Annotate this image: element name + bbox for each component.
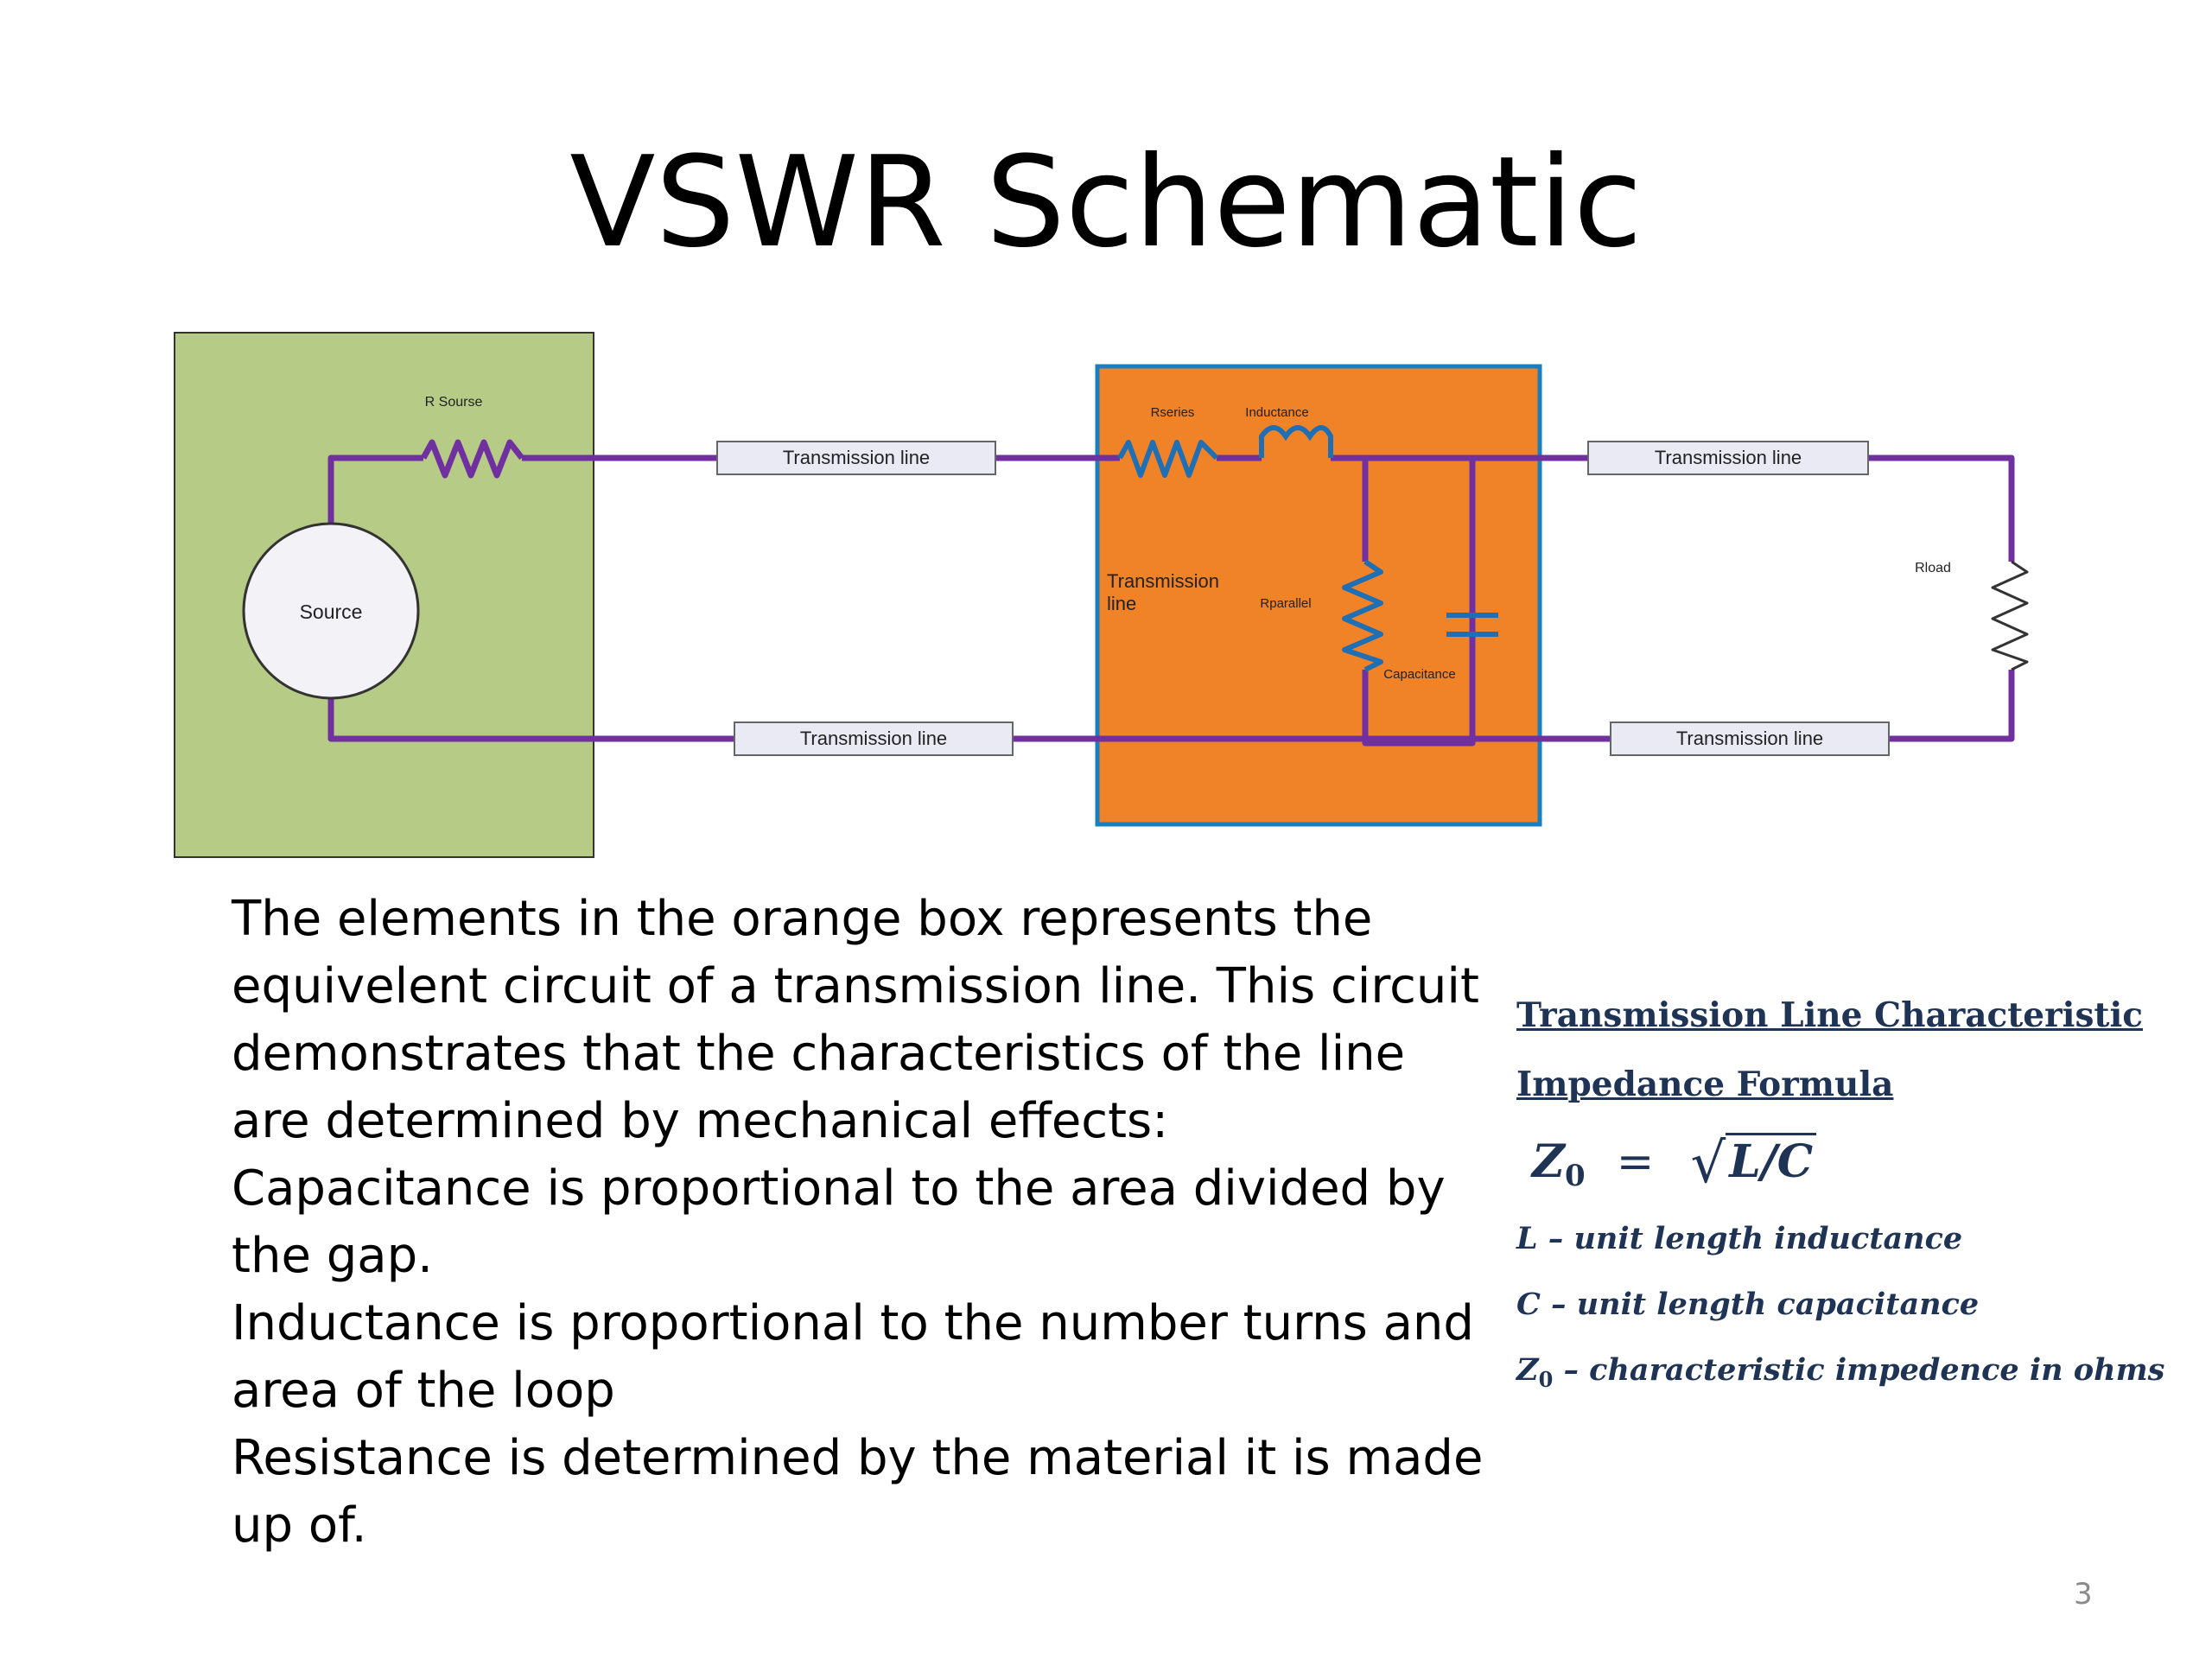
tl-top-left-box xyxy=(716,441,996,475)
equation-radicand: L/C xyxy=(1726,1133,1817,1188)
page-number: 3 xyxy=(2074,1577,2093,1611)
wire-source-top xyxy=(327,454,423,523)
source-circle xyxy=(242,522,420,700)
tl-top-right-label: Transmission line xyxy=(1655,447,1802,468)
orange-box-label-line1: Transmission xyxy=(1107,570,1219,592)
wire-top-5 xyxy=(1868,454,2015,562)
body-paragraph-inductance: Inductance is proportional to the number… xyxy=(232,1295,1474,1419)
definition-l: L – unit length inductance xyxy=(1516,1220,2173,1258)
formula-heading-line2: Impedance Formula xyxy=(1516,1065,1894,1104)
r-source-label: R Sourse xyxy=(425,395,483,410)
equation-lhs-subscript: 0 xyxy=(1564,1159,1586,1193)
wire-rload-bottom xyxy=(1889,670,2015,742)
r-source-resistor xyxy=(420,439,524,479)
equation-lhs: Z xyxy=(1532,1135,1565,1188)
impedance-equation: Z0 = √L/C xyxy=(1532,1132,2173,1196)
vswr-schematic-diagram: Source R Sourse Transmission line Transm… xyxy=(174,332,2029,858)
rparallel-resistor xyxy=(1342,559,1383,672)
definition-l-symbol: L xyxy=(1516,1221,1538,1256)
definition-c: C – unit length capacitance xyxy=(1516,1286,2173,1324)
rload-label: Rload xyxy=(1915,561,1951,575)
rseries-label: Rseries xyxy=(1151,405,1195,420)
body-paragraph-intro: The elements in the orange box represent… xyxy=(232,891,1479,1149)
slide-title: VSWR Schematic xyxy=(569,130,1643,276)
formula-panel: Transmission Line Characteristic Impedan… xyxy=(1516,994,2173,1427)
formula-heading-line1: Transmission Line Characteristic xyxy=(1516,995,2144,1035)
transmission-line-boxes: Transmission line Transmission line Tran… xyxy=(716,441,1890,756)
body-text: The elements in the orange box represent… xyxy=(232,886,1493,1560)
inductance-label: Inductance xyxy=(1245,405,1308,420)
tl-bottom-right-label: Transmission line xyxy=(1676,728,1823,749)
tl-bottom-left-box xyxy=(734,721,1014,756)
body-paragraph-capacitance: Capacitance is proportional to the area … xyxy=(232,1160,1446,1284)
body-paragraph-resistance: Resistance is determined by the material… xyxy=(232,1430,1484,1554)
square-root-icon: √ xyxy=(1690,1132,1726,1196)
source-label: Source xyxy=(300,601,363,623)
definition-c-symbol: C xyxy=(1516,1287,1541,1322)
tl-top-right-box xyxy=(1587,441,1869,475)
rparallel-label: Rparallel xyxy=(1260,596,1311,611)
transmission-line-equivalent-box xyxy=(1095,364,1542,827)
tl-top-left-label: Transmission line xyxy=(783,447,930,468)
definition-z0-subscript: 0 xyxy=(1538,1367,1554,1392)
tl-bottom-right-box xyxy=(1610,721,1890,756)
rload-resistor xyxy=(1991,560,2029,671)
orange-box-label-line2: line xyxy=(1107,593,1136,614)
equation-equals: = xyxy=(1616,1136,1655,1188)
definition-l-text: – unit length inductance xyxy=(1548,1221,1963,1256)
capacitance-label: Capacitance xyxy=(1383,667,1455,682)
tl-bottom-left-label: Transmission line xyxy=(800,728,947,749)
wire-source-bottom xyxy=(327,698,734,742)
definition-z0-text: – characteristic impedence in ohms xyxy=(1563,1352,2165,1388)
definition-z0-symbol: Z xyxy=(1516,1352,1539,1388)
wires xyxy=(327,454,2015,747)
inductor xyxy=(1259,425,1333,458)
definition-c-text: – unit length capacitance xyxy=(1551,1287,1980,1322)
definition-z0: Z0 – characteristic impedence in ohms xyxy=(1516,1351,2173,1399)
rseries-resistor xyxy=(1117,440,1219,478)
